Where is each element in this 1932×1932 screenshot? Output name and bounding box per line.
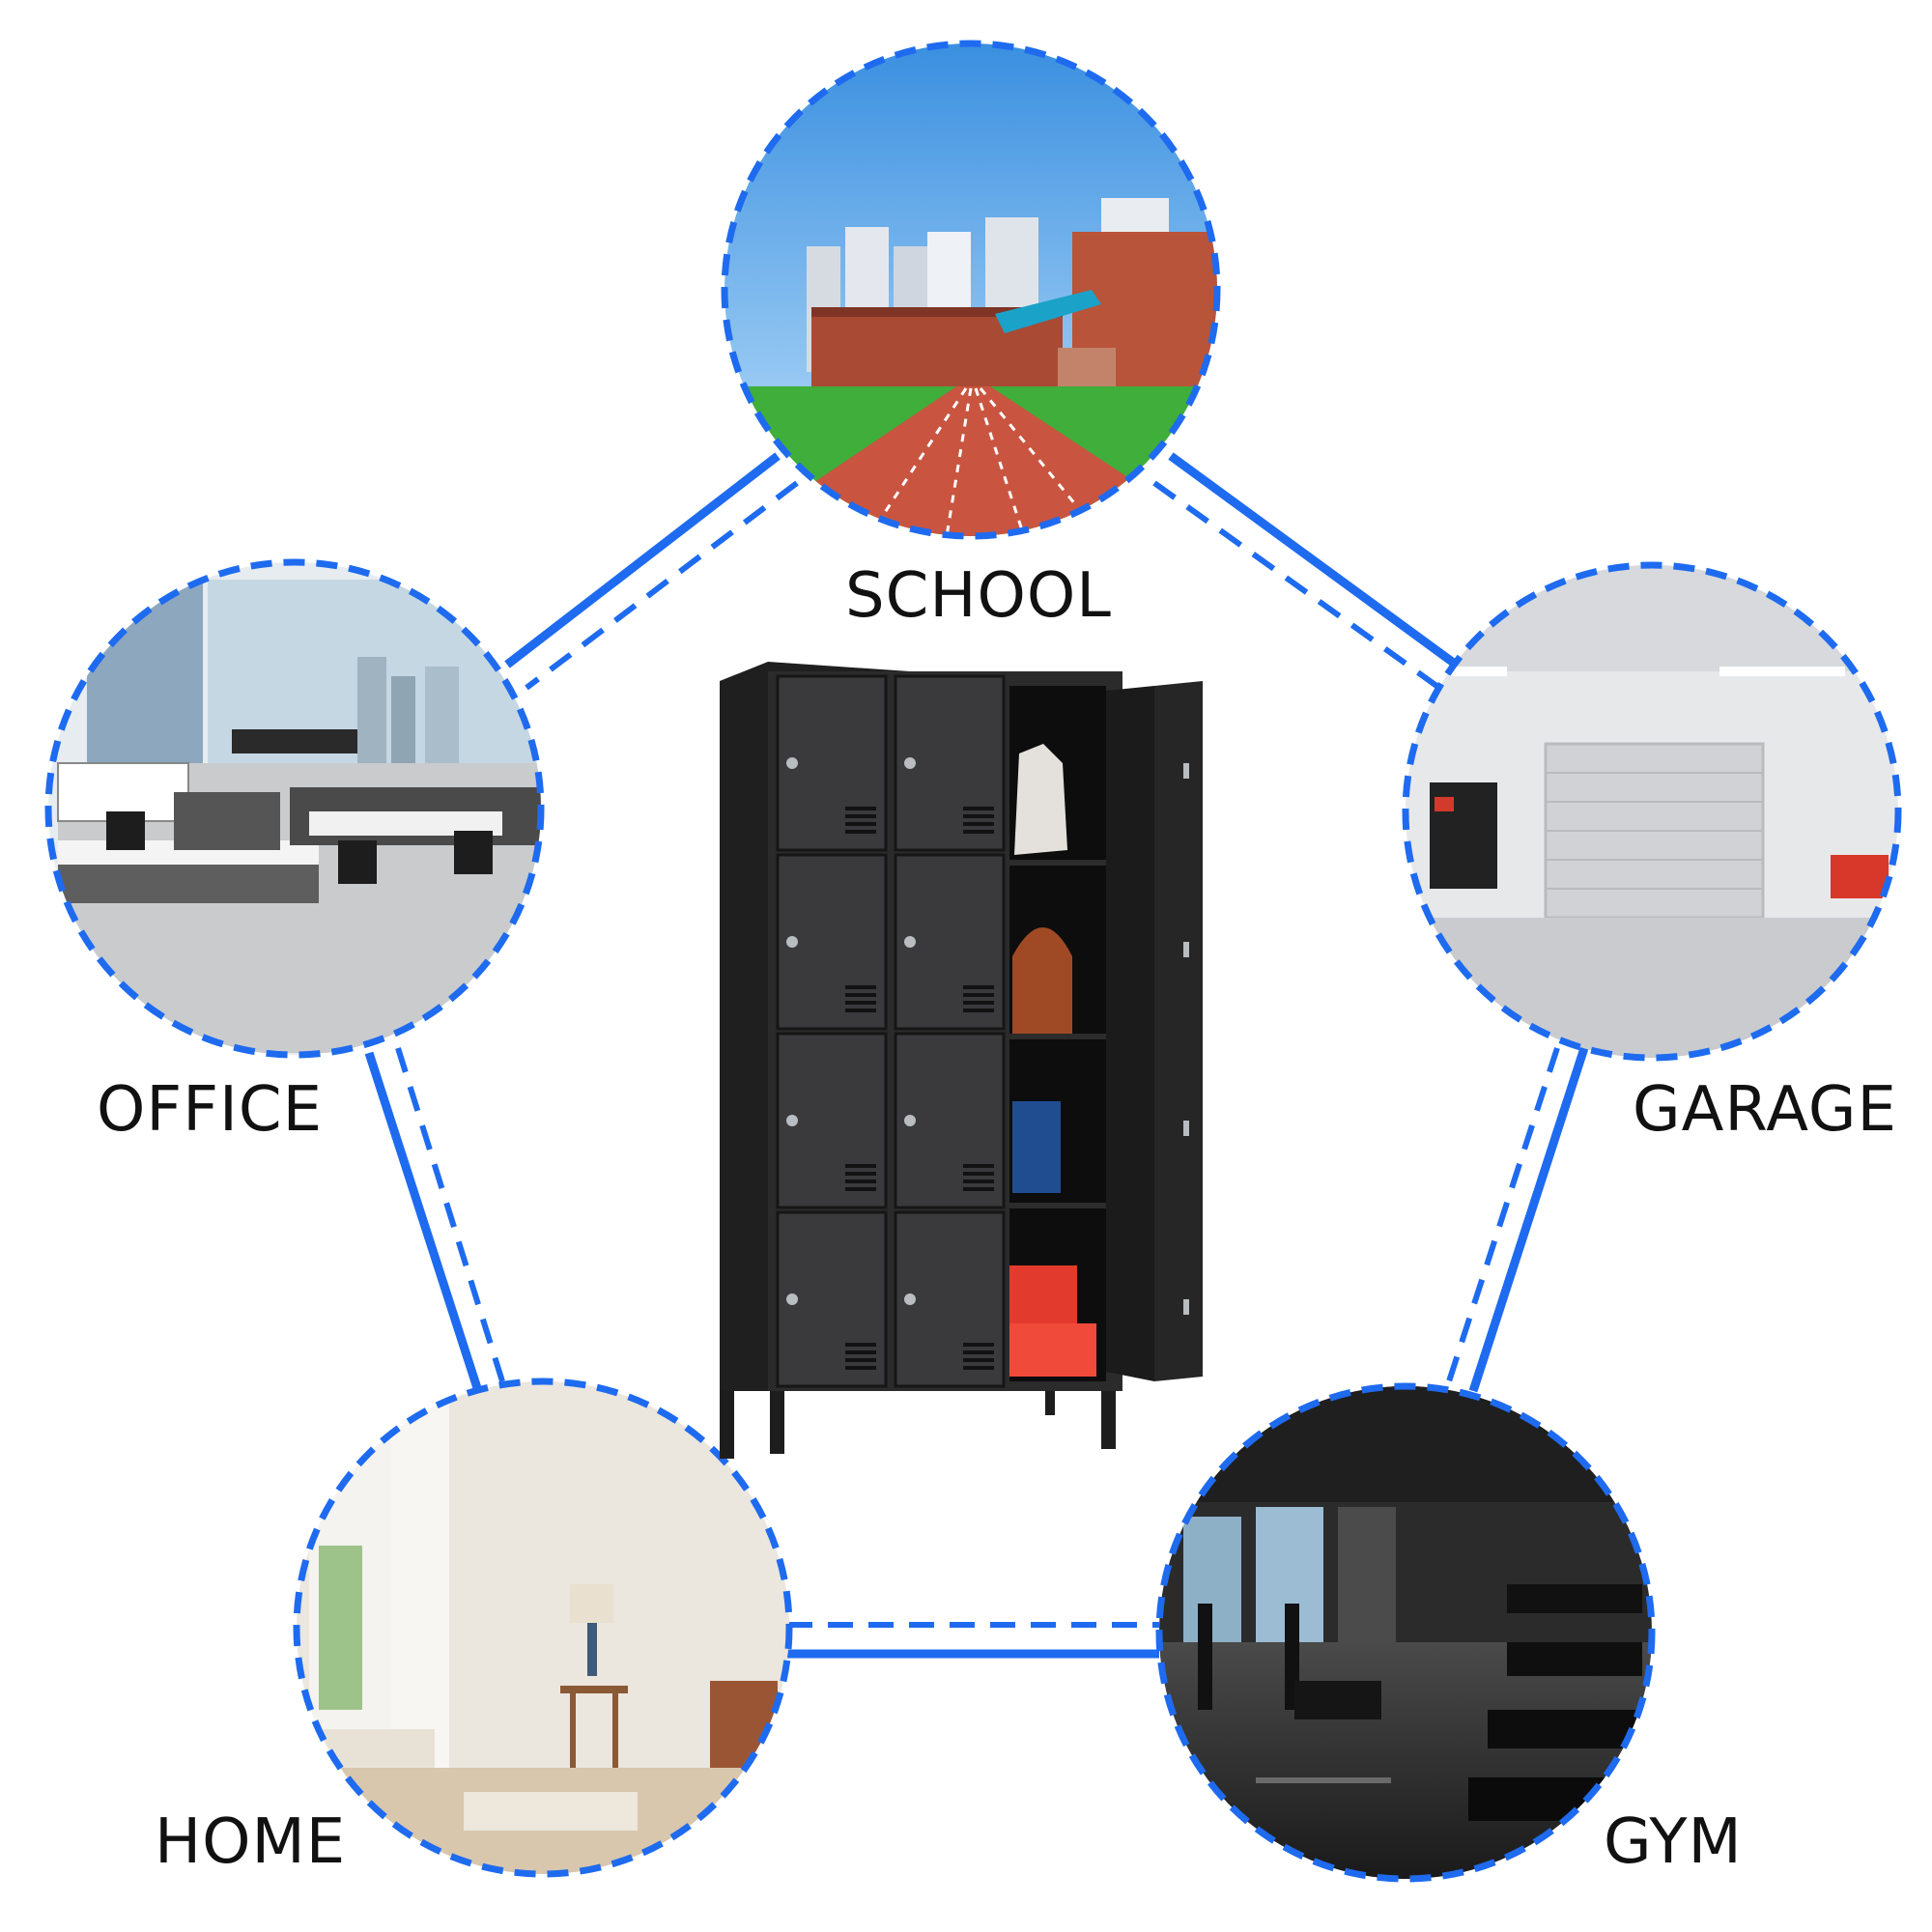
home-circle-frame — [293, 1378, 793, 1878]
school-scene-photo — [721, 40, 1221, 540]
gym-label: GYM — [1604, 1806, 1743, 1878]
school-circle-frame — [721, 40, 1221, 540]
connector-school-garage — [1152, 452, 1462, 691]
connector-home-gym — [787, 1622, 1159, 1659]
office-label: OFFICE — [97, 1074, 323, 1146]
garage-scene-photo — [1402, 561, 1902, 1062]
garage-label: GARAGE — [1633, 1074, 1897, 1146]
locker-product-image — [720, 662, 1203, 1459]
school-label: SCHOOL — [845, 560, 1112, 632]
office-scene-photo — [44, 558, 545, 1059]
gym-circle-frame — [1155, 1382, 1656, 1883]
connector-school-office — [504, 452, 799, 691]
locker-closed-doors — [776, 674, 1006, 1388]
gym-scene-photo — [1155, 1382, 1656, 1883]
office-circle-frame — [44, 558, 545, 1059]
connector-office-home — [364, 1047, 505, 1393]
home-scene-photo — [293, 1378, 793, 1878]
connector-garage-gym — [1446, 1046, 1589, 1393]
home-label: HOME — [155, 1806, 347, 1878]
garage-circle-frame — [1402, 561, 1902, 1062]
connector-lines — [364, 452, 1589, 1659]
